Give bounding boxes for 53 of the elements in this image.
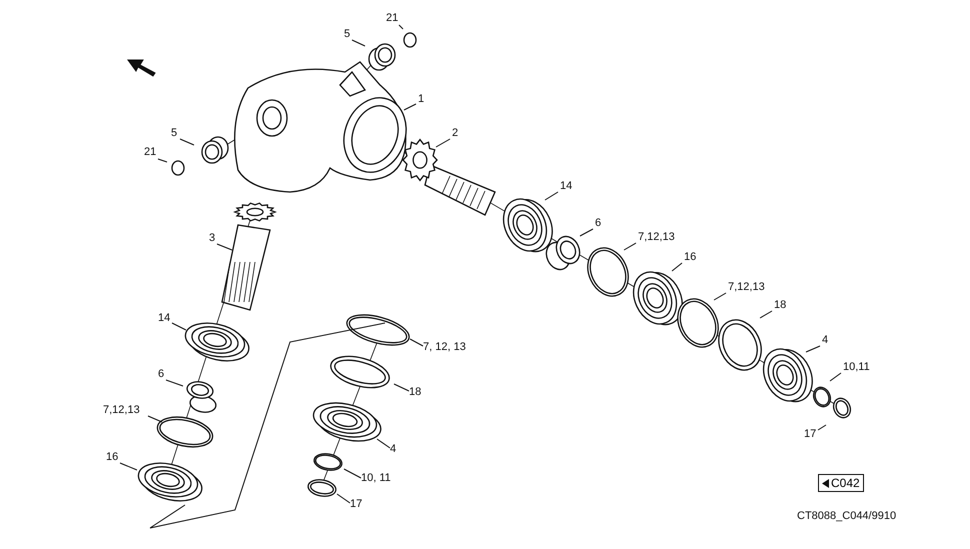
leader-line xyxy=(818,424,826,430)
callout-number: 7,12,13 xyxy=(728,281,765,294)
leader-line xyxy=(120,462,138,470)
leader-line xyxy=(158,158,168,162)
leader-line xyxy=(672,262,682,272)
leader-line xyxy=(830,372,842,382)
leader-line xyxy=(624,242,636,250)
callout-number: 1 xyxy=(418,93,424,106)
callout-number: 4 xyxy=(390,443,396,456)
callout-number: 7, 12, 13 xyxy=(423,341,466,354)
callout-number: 14 xyxy=(560,180,572,193)
leader-line xyxy=(394,384,410,392)
leader-line xyxy=(544,192,558,200)
leader-line xyxy=(352,40,366,46)
callout-number: 14 xyxy=(158,312,170,325)
callout-number: 18 xyxy=(774,299,786,312)
callout-number: 10, 11 xyxy=(361,472,391,485)
leader-line xyxy=(166,380,184,386)
callout-number: 17 xyxy=(804,428,816,441)
leader-line xyxy=(172,322,186,330)
callout-number: 16 xyxy=(106,451,118,464)
callout-number: 7,12,13 xyxy=(638,231,675,244)
leader-line xyxy=(344,468,362,478)
leader-line xyxy=(404,104,416,110)
leader-line xyxy=(760,310,772,318)
leader-line xyxy=(714,292,726,300)
leader-line xyxy=(216,244,232,250)
callout-number: 16 xyxy=(684,251,696,264)
leader-line xyxy=(148,416,162,422)
callout-number: 5 xyxy=(171,127,178,140)
callout-number: 21 xyxy=(386,12,398,25)
callout-number: 4 xyxy=(822,334,828,347)
leader-line xyxy=(376,438,390,448)
callout-number: 3 xyxy=(209,232,216,245)
leader-line xyxy=(806,346,820,352)
callout-number: 6 xyxy=(595,217,602,230)
reference-code: C042 xyxy=(831,476,860,490)
callout-number: 7,12,13 xyxy=(103,404,140,417)
callout-number: 21 xyxy=(144,146,156,159)
callout-number: 2 xyxy=(452,127,458,140)
callout-number: 17 xyxy=(350,498,362,511)
callout-number: 18 xyxy=(409,386,422,399)
leader-line xyxy=(336,494,350,504)
callout-number: 10,11 xyxy=(843,361,870,374)
reference-tag xyxy=(818,474,864,492)
leader-line xyxy=(580,228,594,236)
leader-line xyxy=(398,24,404,30)
leader-line xyxy=(410,338,424,346)
leader-line xyxy=(180,138,194,146)
drawing-number: CT8088_C044/9910 xyxy=(797,510,896,523)
callout-number: 5 xyxy=(344,28,350,41)
callout-number: 6 xyxy=(158,368,164,381)
leader-line xyxy=(436,138,450,148)
